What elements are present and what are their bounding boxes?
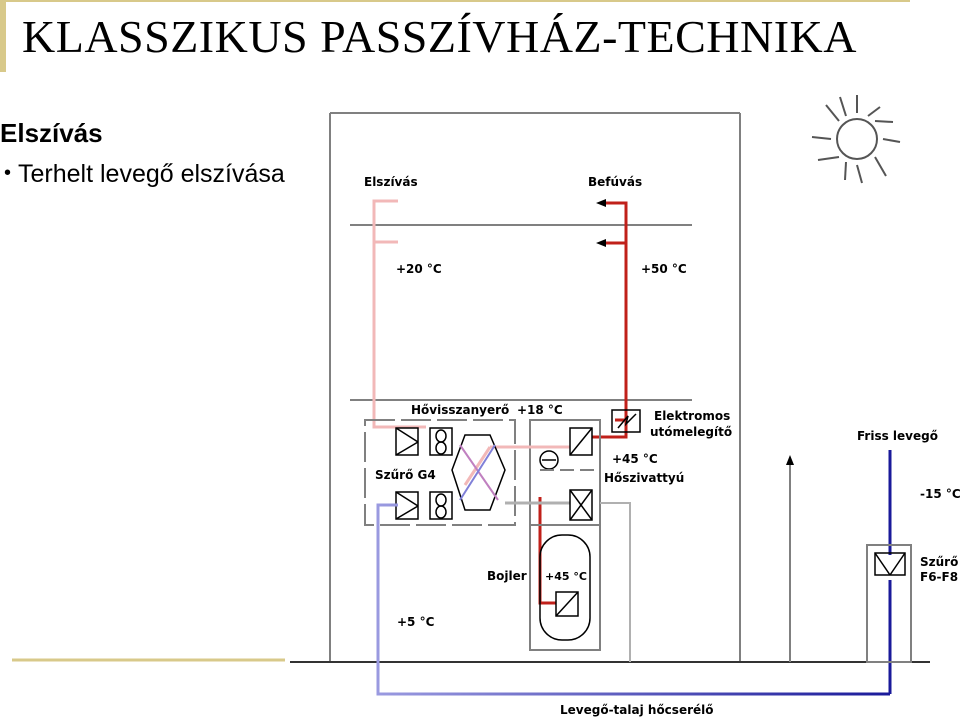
label-temp-exhaust: +20 °C xyxy=(396,262,442,276)
label-filter-f6-2: F6-F8 xyxy=(920,570,958,584)
bullet-dot-icon: • xyxy=(4,162,12,184)
bullet-item: • Terhelt levegő elszívása xyxy=(4,160,285,189)
label-heat-pump: Hőszivattyú xyxy=(604,471,684,485)
accent-top-line xyxy=(6,0,910,2)
outdoor-pipe xyxy=(600,502,631,662)
slide-heading: Elszívás xyxy=(0,118,103,148)
label-temp-heatpump: +45 °C xyxy=(612,452,658,466)
filter-f6-icon xyxy=(874,552,906,576)
slide-title: KLASSZIKUS PASSZÍVHÁZ-TECHNIKA xyxy=(22,11,857,62)
heatpump-exchanger-upper xyxy=(569,427,593,456)
supply-arrow-icon xyxy=(596,239,606,247)
label-electric-heater-2: utómelegítő xyxy=(650,425,732,439)
fan-lower-icon xyxy=(429,491,453,520)
ground-duct xyxy=(376,503,890,696)
top-accent-bar xyxy=(0,0,960,72)
label-filter-f6-1: Szűrő xyxy=(920,555,958,569)
accent-left-bar xyxy=(0,0,6,72)
fan-upper-icon xyxy=(429,427,453,456)
label-temp-ground: +5 °C xyxy=(397,615,435,629)
label-electric-heater-1: Elektromos xyxy=(654,409,730,423)
exhaust-up-arrow-icon xyxy=(786,455,794,465)
supply-arrow-icon xyxy=(596,199,606,207)
label-temp-supply: +50 °C xyxy=(641,262,687,276)
boiler-frame xyxy=(529,524,601,651)
label-temp-boiler: +45 °C xyxy=(545,570,587,583)
recovery-unit-frame xyxy=(364,419,516,526)
heat-exchanger-icon xyxy=(451,434,506,511)
filter-g4-upper xyxy=(395,427,419,456)
label-ground-exchanger: Levegő-talaj hőcserélő xyxy=(560,703,714,717)
intake-frame xyxy=(866,544,912,663)
label-boiler: Bojler xyxy=(487,569,527,583)
label-supply: Befúvás xyxy=(588,175,642,189)
bullet-text: Terhelt levegő elszívása xyxy=(18,160,285,188)
sun-icon xyxy=(811,95,901,184)
heatpump-exchanger-lower xyxy=(569,489,593,521)
label-filter-g4: Szűrő G4 xyxy=(375,468,436,482)
electric-heater-icon xyxy=(611,409,641,433)
label-fresh-air: Friss levegő xyxy=(857,429,938,443)
house-outline xyxy=(329,112,741,662)
filter-g4-lower xyxy=(395,491,419,520)
compressor-icon xyxy=(539,450,559,470)
label-exhaust: Elszívás xyxy=(364,175,418,189)
boiler-exchanger-icon xyxy=(555,591,579,617)
boiler-tank xyxy=(539,534,591,641)
label-temp-recovery: +18 °C xyxy=(517,403,563,417)
label-temp-outdoor: -15 °C xyxy=(920,487,960,501)
label-heat-recovery: Hővisszanyerő xyxy=(411,403,509,417)
